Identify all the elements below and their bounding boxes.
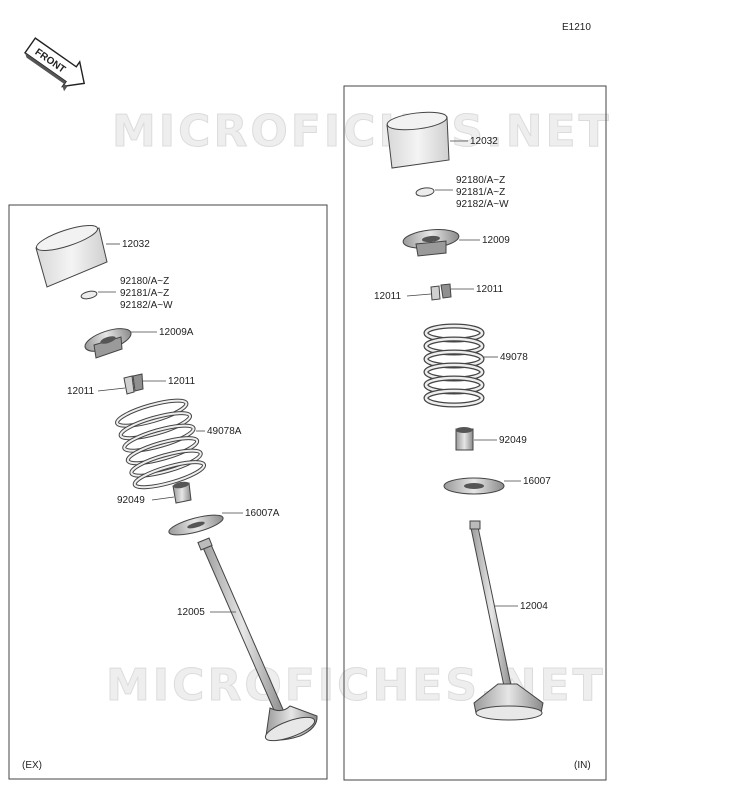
in-cotter-right-label: 12011 — [476, 284, 504, 295]
ex-tappet-label: 12032 — [122, 239, 150, 250]
ex-seal-label: 92049 — [117, 495, 145, 506]
in-shim-label-3: 92182/A~W — [456, 199, 509, 210]
in-shim — [415, 187, 453, 197]
ex-retainer-label: 12009A — [159, 327, 194, 338]
in-seat — [443, 477, 521, 495]
ex-valve-label: 12005 — [177, 607, 205, 618]
ex-cotter-right-label: 12011 — [168, 376, 196, 387]
ex-seat — [168, 512, 243, 536]
ex-valve — [197, 537, 318, 742]
ex-retainer — [84, 328, 157, 359]
front-arrow-icon: FRONT — [24, 37, 86, 92]
ex-tappet — [35, 225, 120, 288]
in-panel-tag: (IN) — [574, 760, 591, 771]
ex-spring — [115, 398, 207, 490]
in-cotters — [406, 283, 474, 301]
ex-spring-label: 49078A — [207, 426, 242, 437]
in-panel: 12032 92180/A~Z 92181/A~Z 92182/A~W 1200… — [343, 85, 607, 781]
in-retainer — [402, 229, 480, 257]
ex-panel-tag: (EX) — [22, 760, 42, 771]
watermark-top: MICROFICHES.NET — [112, 106, 612, 157]
diagram-code: E1210 — [562, 22, 591, 33]
ex-shim-label-1: 92180/A~Z — [120, 276, 169, 287]
ex-panel-frame — [8, 204, 328, 780]
ex-seal — [151, 481, 192, 504]
in-valve-label: 12004 — [520, 601, 548, 612]
in-spring — [423, 323, 498, 408]
in-cotter-left-label: 12011 — [374, 291, 402, 302]
ex-shim-label-3: 92182/A~W — [120, 300, 173, 311]
ex-seat-label: 16007A — [245, 508, 280, 519]
in-tappet — [386, 111, 468, 169]
in-shim-label-2: 92181/A~Z — [456, 187, 505, 198]
in-seat-label: 16007 — [523, 476, 551, 487]
in-retainer-label: 12009 — [482, 235, 510, 246]
in-shim-label-1: 92180/A~Z — [456, 175, 505, 186]
in-spring-label: 49078 — [500, 352, 528, 363]
in-seal — [455, 427, 497, 451]
ex-shim-label-2: 92181/A~Z — [120, 288, 169, 299]
in-tappet-label: 12032 — [470, 136, 498, 147]
ex-cotter-left-label: 12011 — [67, 386, 95, 397]
in-seal-label: 92049 — [499, 435, 527, 446]
in-valve — [469, 520, 544, 721]
ex-cotters — [97, 373, 166, 395]
ex-panel: 12032 92180/A~Z 92181/A~Z 92182/A~W 1200… — [8, 204, 328, 780]
ex-shim — [80, 290, 116, 300]
in-panel-frame — [343, 85, 607, 781]
